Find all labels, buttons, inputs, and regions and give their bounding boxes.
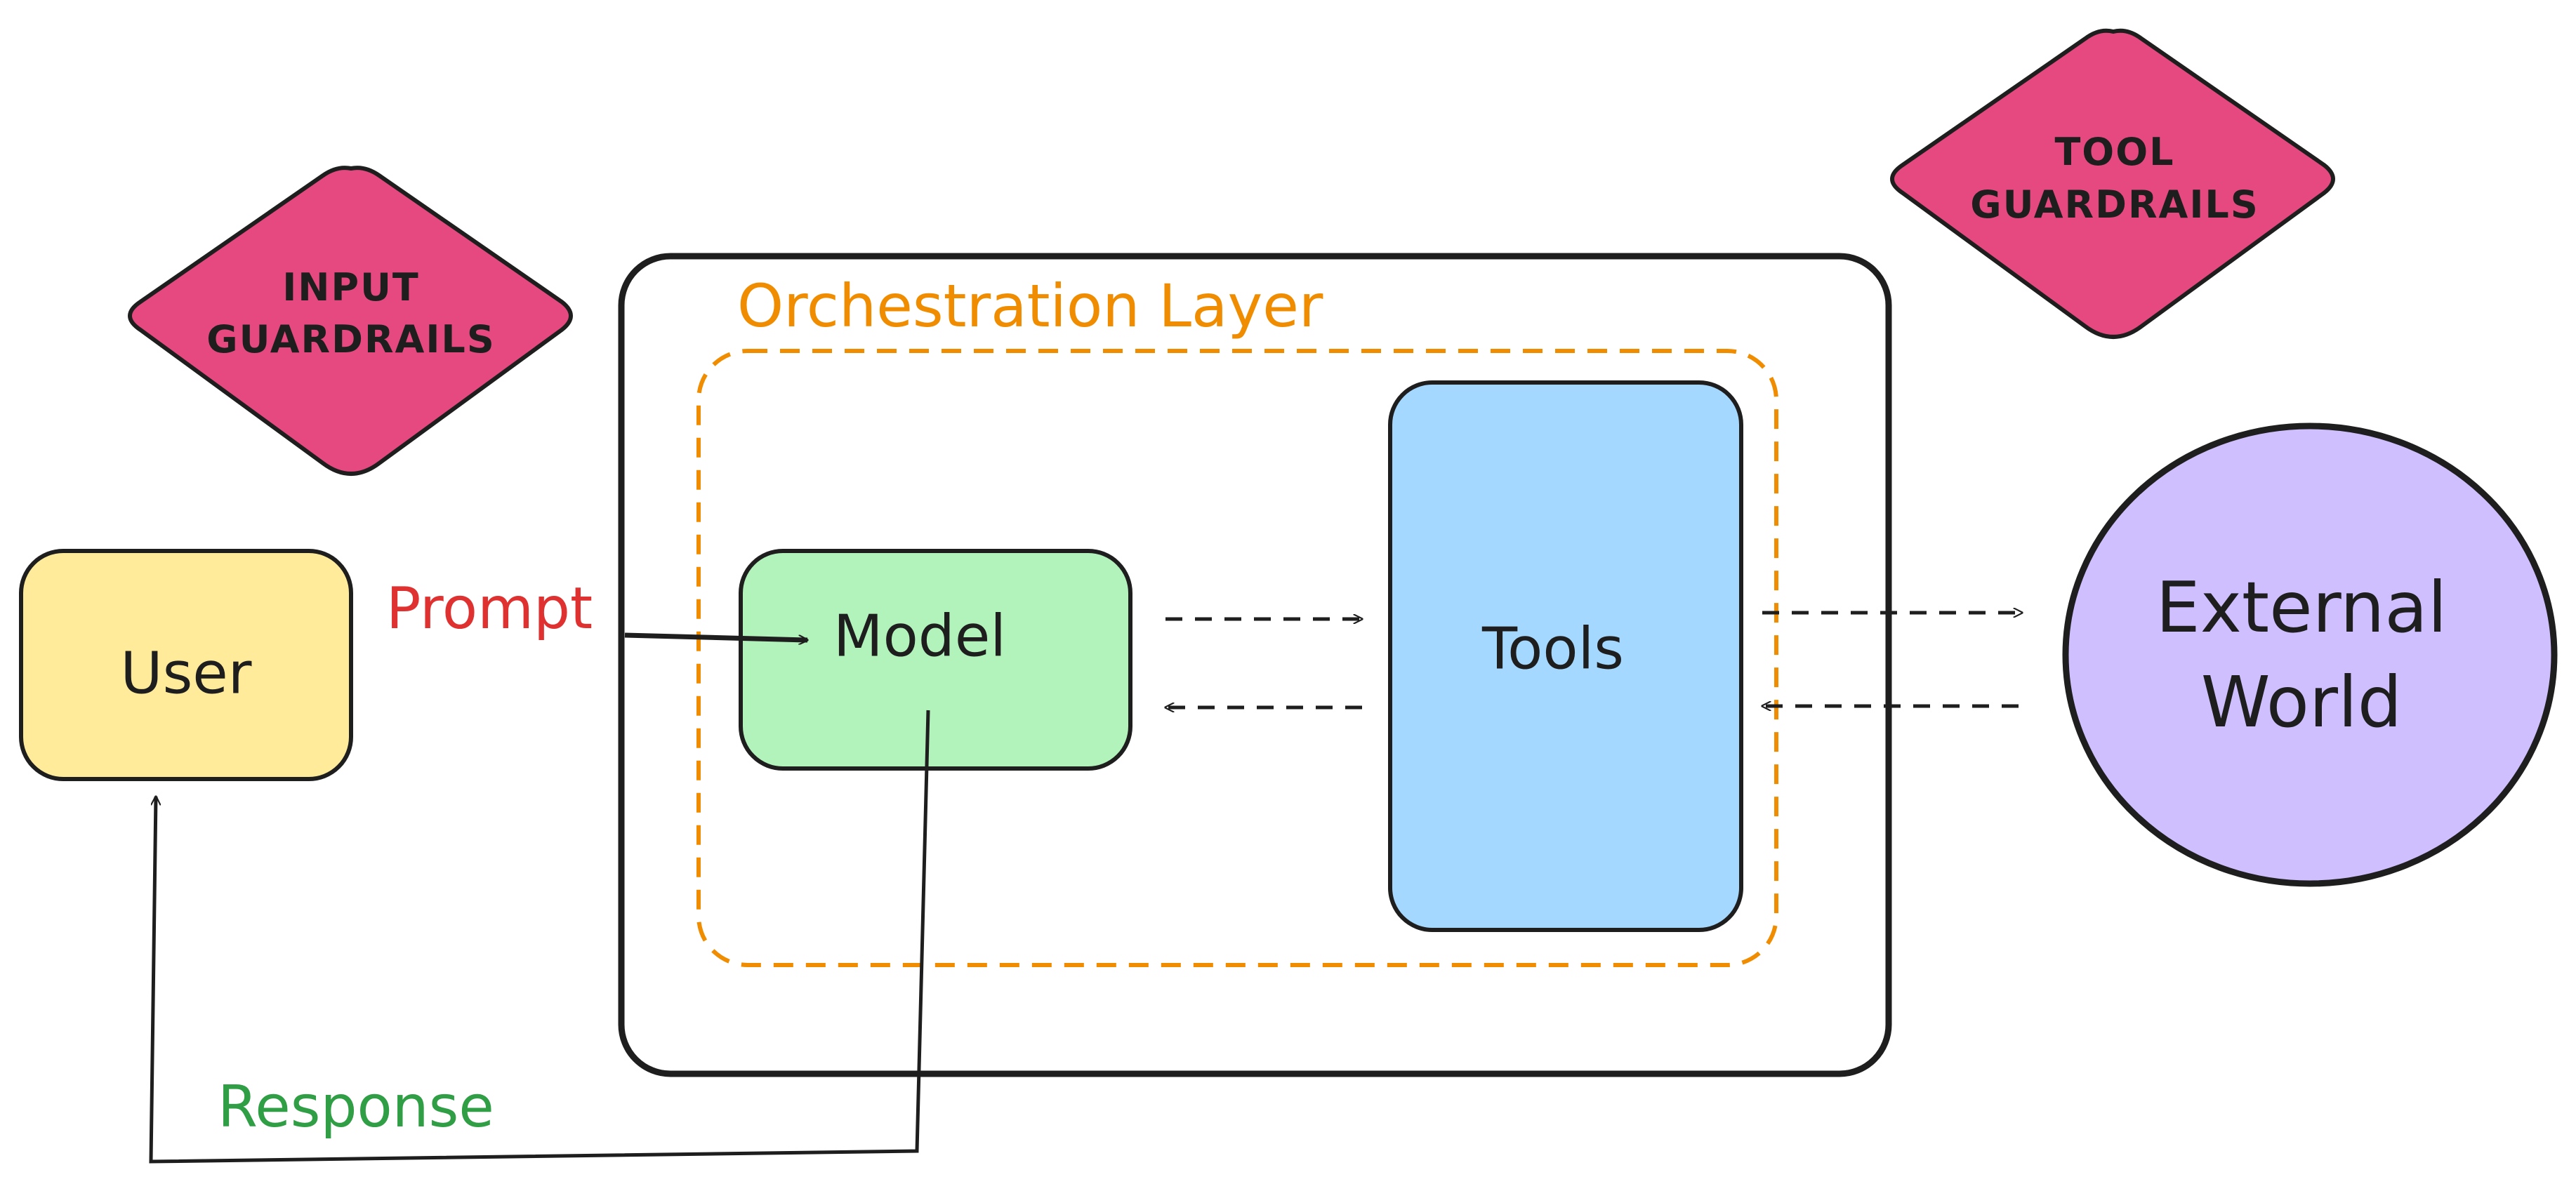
tools-node: Tools (1388, 380, 1743, 932)
tool-guardrails-shape (1890, 28, 2335, 339)
input-guardrails-label-2: GUARDRAILS (206, 317, 495, 361)
tool-guardrails-label-1: TOOL (2054, 130, 2174, 174)
tool-guardrails-node: TOOL GUARDRAILS (1890, 28, 2335, 339)
model-label: Model (833, 603, 1006, 670)
external-world-circle (2062, 423, 2558, 887)
external-world-label-2: World (2201, 661, 2403, 743)
external-world-label-1: External (2156, 566, 2448, 648)
tool-guardrails-label-2: GUARDRAILS (1970, 182, 2259, 227)
response-arrow (149, 710, 930, 1164)
orchestration-layer-label: Orchestration Layer (737, 272, 1323, 340)
tools-label: Tools (1481, 616, 1624, 682)
input-guardrails-label-1: INPUT (282, 265, 420, 310)
model-node: Model (739, 549, 1132, 771)
external-world-node: External World (2062, 423, 2558, 887)
prompt-label: Prompt (386, 576, 593, 642)
orchestration-outer-box (618, 253, 1892, 1077)
response-label: Response (218, 1074, 494, 1140)
input-guardrails-node: INPUT GUARDRAILS (128, 166, 573, 476)
user-label: User (121, 640, 252, 707)
input-guardrails-shape (128, 166, 573, 476)
tools-box (1388, 380, 1743, 932)
user-node: User (19, 549, 353, 781)
prompt-arrow (624, 632, 807, 640)
model-box (739, 549, 1132, 771)
user-box (19, 549, 353, 781)
orchestration-layer-box (696, 349, 1778, 967)
